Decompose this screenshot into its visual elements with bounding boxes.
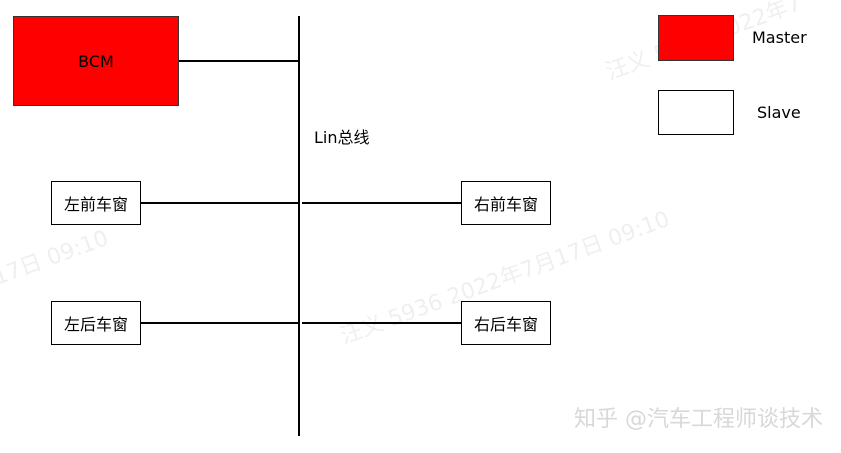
front-right-window-label: 右前车窗 [473, 195, 538, 214]
credit-text: 知乎 @汽车工程师谈技术 [574, 407, 823, 432]
rear-left-connector [141, 322, 298, 324]
legend-slave-swatch [658, 90, 734, 135]
bcm-label: BCM [78, 51, 114, 71]
watermark-text: 17日 09:10 [0, 226, 112, 291]
bcm-node[interactable]: BCM [13, 16, 179, 106]
front-left-connector [141, 202, 298, 204]
front-right-connector [302, 202, 461, 204]
lin-bus-line [298, 16, 300, 436]
bus-label: Lin总线 [314, 128, 370, 147]
legend-slave-label: Slave [757, 103, 801, 122]
legend-master-swatch [658, 15, 734, 61]
legend-master-label: Master [752, 28, 807, 47]
bcm-connector [179, 60, 298, 62]
front-left-window-label: 左前车窗 [63, 195, 128, 214]
rear-left-window-node[interactable]: 左后车窗 [51, 301, 141, 345]
rear-left-window-label: 左后车窗 [63, 315, 128, 334]
rear-right-connector [302, 322, 461, 324]
rear-right-window-node[interactable]: 右后车窗 [461, 301, 551, 345]
front-left-window-node[interactable]: 左前车窗 [51, 181, 141, 225]
rear-right-window-label: 右后车窗 [473, 315, 538, 334]
front-right-window-node[interactable]: 右前车窗 [461, 181, 551, 225]
